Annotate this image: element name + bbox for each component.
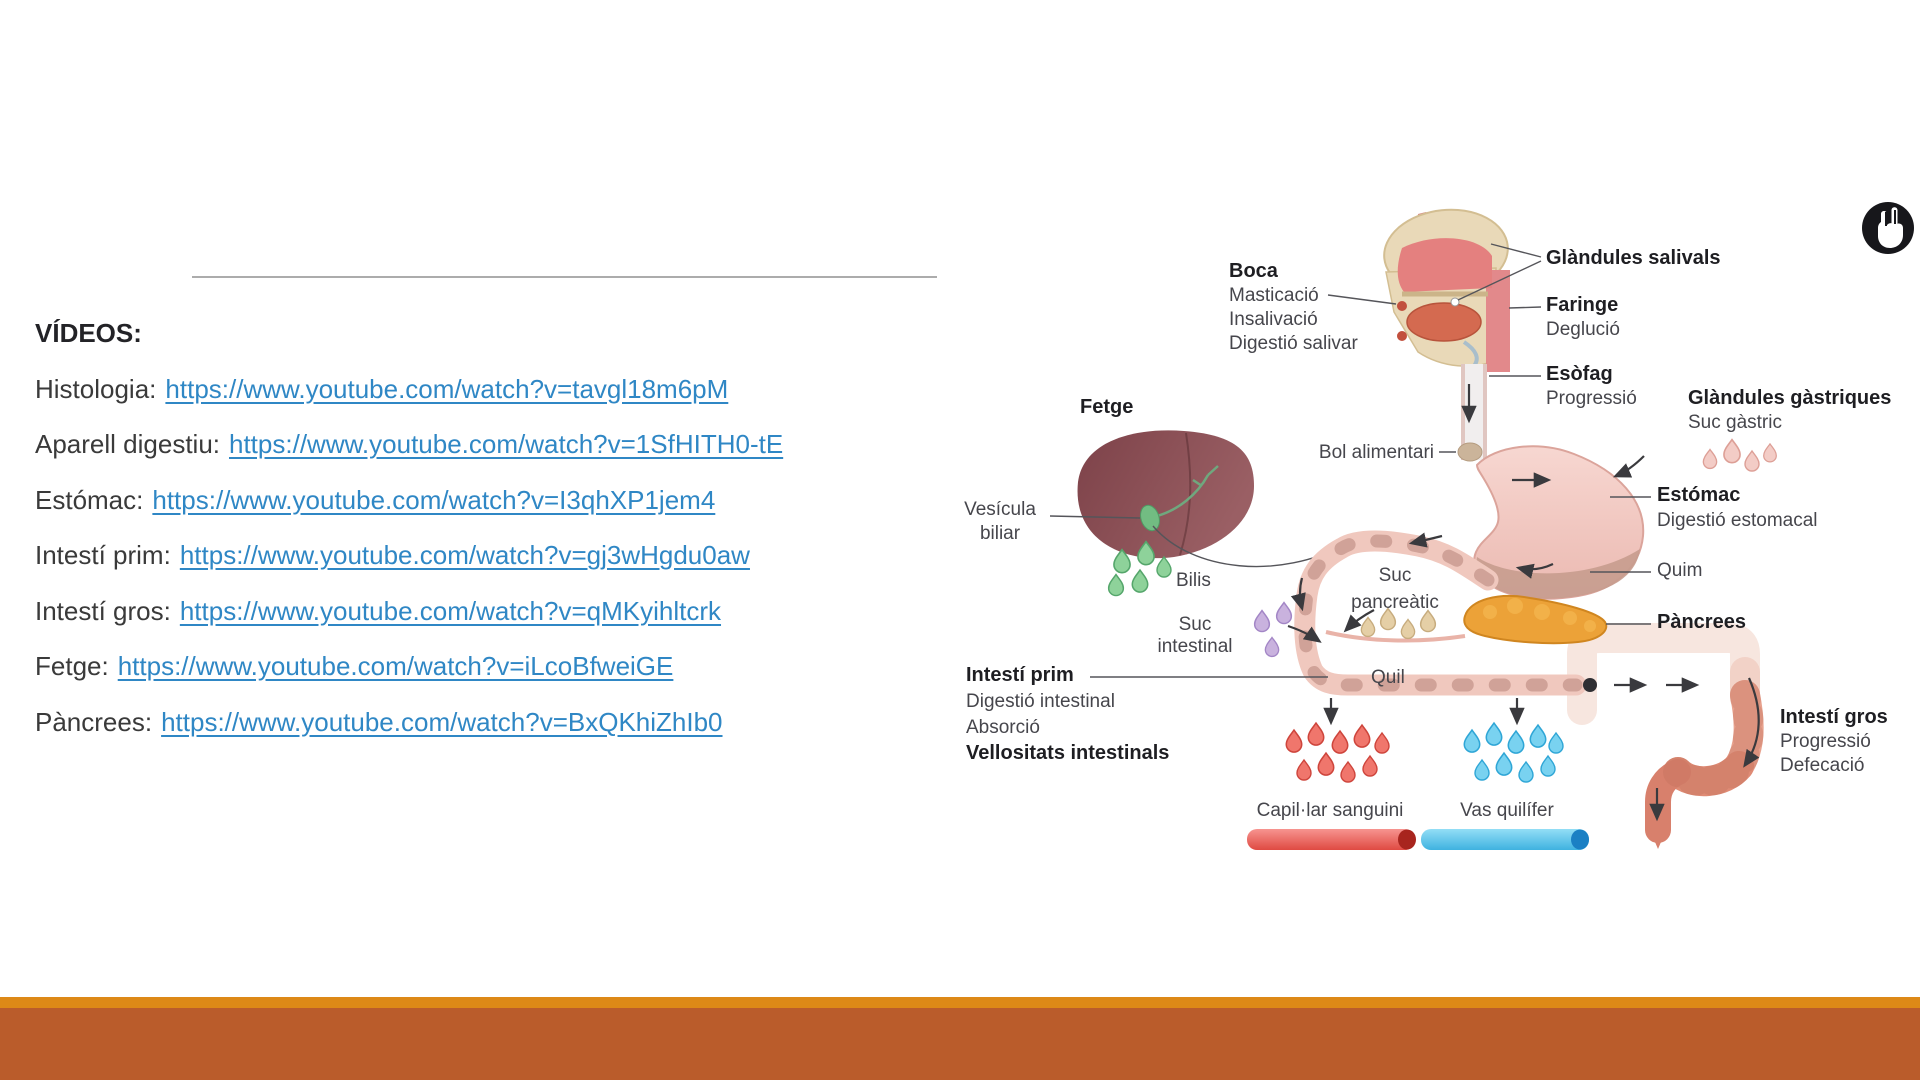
capillar-sanguini-label: Capil·lar sanguini (1257, 800, 1404, 821)
bol-alimentari-label: Bol alimentari (1319, 442, 1434, 463)
gallbladder-shape (1140, 504, 1160, 532)
leader-lines (1049, 243, 1651, 678)
progressio-esofag-label: Progressió (1546, 388, 1637, 409)
pancreas-shape (1463, 595, 1608, 645)
pointing-hand-logo-icon (1860, 198, 1918, 256)
suc-intestinal-line1: Suc (1179, 614, 1212, 635)
suc-pancreatic-line2: pancreàtic (1351, 592, 1439, 613)
gastric-juice-droplets (1702, 438, 1777, 472)
videos-heading: VÍDEOS: (35, 318, 142, 348)
absorcio-label: Absorció (966, 717, 1040, 738)
defecacio-label: Defecació (1780, 755, 1865, 776)
footer-bar (0, 1008, 1920, 1080)
large-intestine-shape (1567, 623, 1764, 849)
video-label: Intestí gros: (35, 595, 171, 626)
divider-line (192, 276, 937, 278)
video-link[interactable]: https://www.youtube.com/watch?v=BxQKhiZh… (161, 706, 723, 737)
flow-arrows (1287, 384, 1760, 822)
video-link-row: Histologia: https://www.youtube.com/watch… (35, 362, 783, 418)
ileum-end-dot (1583, 678, 1597, 692)
vas-quilifer-label: Vas quilífer (1460, 800, 1554, 821)
video-label: Aparell digestiu: (35, 429, 220, 459)
video-link-row: Intestí prim: https://www.youtube.com/wat… (35, 528, 783, 584)
video-link[interactable]: https://www.youtube.com/watch?v=gj3wHgdu… (179, 540, 750, 570)
vellositats-intestinals-label: Vellositats intestinals (966, 742, 1169, 764)
esofag-label: Esòfag (1546, 363, 1613, 385)
glandules-salivals-label: Glàndules salivals (1546, 247, 1721, 269)
intestinal-juice-droplets (1253, 601, 1293, 658)
video-link[interactable]: https://www.youtube.com/watch?v=1SfHITH0… (229, 429, 784, 459)
bilis-label: Bilis (1176, 570, 1211, 591)
quil-label: Quil (1371, 667, 1405, 688)
video-link-row: Fetge: https://www.youtube.com/watch?v=iL… (35, 639, 783, 695)
masticacio-label: Masticació (1229, 285, 1319, 306)
quim-label: Quim (1657, 560, 1702, 581)
video-link-row: Aparell digestiu: https://www.youtube.com… (35, 417, 783, 473)
small-intestine-shape (1294, 530, 1587, 696)
intesti-prim-label: Intestí prim (966, 664, 1074, 686)
pancreatic-duct-line (1325, 630, 1466, 643)
suc-pancreatic-line1: Suc (1379, 565, 1412, 586)
video-link[interactable]: https://www.youtube.com/watch?v=qMKyihlt… (179, 595, 722, 626)
video-label: Histologia: (35, 373, 157, 404)
insalivacio-label: Insalivació (1229, 309, 1318, 330)
blood-capillary-droplets (1285, 722, 1390, 783)
digestio-estomacal-label: Digestió estomacal (1657, 510, 1818, 531)
video-link-row: Estómac: https://www.youtube.com/watch?v=… (35, 473, 783, 529)
videos-panel: VÍDEOS: Histologia: https://www.youtube.c… (35, 306, 783, 750)
video-link-row: Pàncrees: https://www.youtube.com/watch?v… (35, 695, 783, 751)
digestive-system-diagram: Boca Masticació Insalivació Digestió sal… (950, 180, 1920, 870)
liver-shape (1077, 430, 1254, 559)
boca-label: Boca (1229, 260, 1279, 282)
vesicula-label-line2: biliar (980, 523, 1021, 544)
digestio-salivar-label: Digestió salivar (1229, 333, 1358, 354)
stomach-shape (1473, 445, 1645, 600)
video-link[interactable]: https://www.youtube.com/watch?v=tavgl18m… (165, 373, 729, 404)
tongue-shape (1406, 302, 1482, 342)
head-illustration (1383, 208, 1510, 372)
blood-capillary-tube (1247, 829, 1416, 850)
video-link-row: Intestí gros: https://www.youtube.com/wat… (35, 584, 783, 640)
video-label: Intestí prim: (35, 540, 171, 570)
video-label: Pàncrees: (35, 706, 153, 737)
video-link[interactable]: https://www.youtube.com/watch?v=iLcoBfwe… (117, 651, 674, 681)
video-label: Estómac: (35, 484, 144, 515)
estomac-label: Estómac (1657, 484, 1740, 506)
vesicula-label-line1: Vesícula (964, 499, 1036, 520)
deglucio-label: Deglució (1546, 319, 1620, 340)
salivary-gland-dot (1450, 297, 1460, 307)
intesti-gros-label: Intestí gros (1780, 706, 1888, 728)
video-link[interactable]: https://www.youtube.com/watch?v=I3qhXP1j… (152, 484, 716, 515)
quim-region-shape (1476, 549, 1640, 599)
faringe-label: Faringe (1546, 294, 1618, 316)
video-label: Fetge: (35, 651, 109, 681)
food-bolus-shape (1457, 442, 1483, 462)
suc-gastric-label: Suc gàstric (1688, 412, 1782, 433)
lacteal-droplets (1463, 722, 1564, 783)
fetge-label: Fetge (1080, 396, 1133, 418)
glandules-gastriques-label: Glàndules gàstriques (1688, 387, 1891, 409)
lacteal-vessel-tube (1421, 829, 1589, 850)
suc-intestinal-line2: intestinal (1158, 636, 1233, 657)
pancreatic-juice-droplets (1360, 607, 1437, 640)
footer-accent-stripe (0, 997, 1920, 1008)
digestio-intestinal-label: Digestió intestinal (966, 691, 1115, 712)
pancrees-label: Pàncrees (1657, 611, 1746, 633)
nasal-cavity-shape (1397, 238, 1492, 292)
progressio-colon-label: Progressió (1780, 731, 1871, 752)
